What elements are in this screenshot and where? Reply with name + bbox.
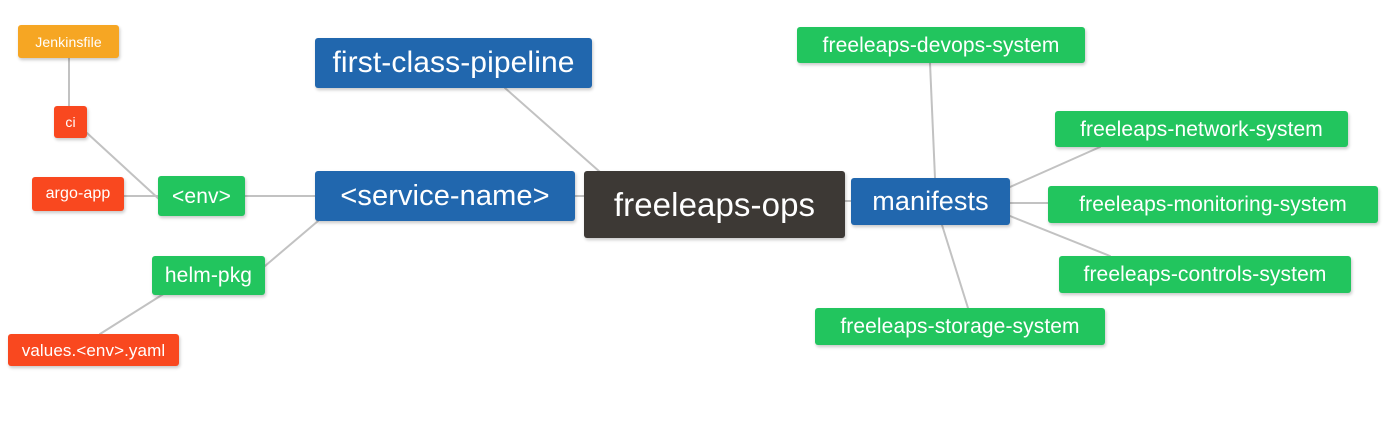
node-jenkinsfile[interactable]: Jenkinsfile <box>18 25 119 58</box>
node-freeleaps-monitoring-system[interactable]: freeleaps-monitoring-system <box>1048 186 1378 223</box>
node-label-freeleaps-monitoring-system: freeleaps-monitoring-system <box>1079 193 1347 216</box>
node-label-helm-pkg: helm-pkg <box>164 264 253 287</box>
edge-helm-pkg-to-values-yaml <box>99 292 166 335</box>
node-label-values-yaml: values.<env>.yaml <box>21 340 166 360</box>
node-label-jenkinsfile: Jenkinsfile <box>35 33 102 50</box>
node-values-yaml[interactable]: values.<env>.yaml <box>8 334 179 366</box>
node-label-freeleaps-controls-system: freeleaps-controls-system <box>1083 263 1327 286</box>
edge-first-class-pipeline-to-freeleaps-ops <box>504 87 601 173</box>
node-label-manifests: manifests <box>872 186 989 216</box>
node-label-freeleaps-devops-system: freeleaps-devops-system <box>822 33 1060 57</box>
edge-manifests-to-freeleaps-network-system <box>1009 146 1101 188</box>
node-label-service-name: <service-name> <box>340 179 550 212</box>
node-label-freeleaps-ops: freeleaps-ops <box>613 186 816 223</box>
node-manifests[interactable]: manifests <box>851 178 1010 225</box>
node-helm-pkg[interactable]: helm-pkg <box>152 256 265 295</box>
edge-service-name-to-helm-pkg <box>264 220 319 267</box>
node-label-ci: ci <box>65 114 76 130</box>
node-label-freeleaps-network-system: freeleaps-network-system <box>1080 117 1323 141</box>
node-label-first-class-pipeline: first-class-pipeline <box>332 46 575 79</box>
edge-ci-to-env <box>86 132 161 201</box>
edge-manifests-to-freeleaps-storage-system <box>941 224 969 309</box>
node-label-argo-app: argo-app <box>45 185 111 202</box>
node-freeleaps-controls-system[interactable]: freeleaps-controls-system <box>1059 256 1351 293</box>
node-freeleaps-storage-system[interactable]: freeleaps-storage-system <box>815 308 1105 345</box>
node-freeleaps-network-system[interactable]: freeleaps-network-system <box>1055 111 1348 147</box>
node-service-name[interactable]: <service-name> <box>315 171 575 221</box>
node-ci[interactable]: ci <box>54 106 87 138</box>
node-freeleaps-devops-system[interactable]: freeleaps-devops-system <box>797 27 1085 63</box>
edge-manifests-to-freeleaps-controls-system <box>1009 215 1111 257</box>
edge-manifests-to-freeleaps-devops-system <box>929 62 936 179</box>
node-first-class-pipeline[interactable]: first-class-pipeline <box>315 38 592 88</box>
node-env[interactable]: <env> <box>158 176 245 216</box>
node-argo-app[interactable]: argo-app <box>32 177 124 211</box>
node-freeleaps-ops[interactable]: freeleaps-ops <box>584 171 845 238</box>
node-label-env: <env> <box>172 184 231 208</box>
node-label-freeleaps-storage-system: freeleaps-storage-system <box>840 315 1080 338</box>
